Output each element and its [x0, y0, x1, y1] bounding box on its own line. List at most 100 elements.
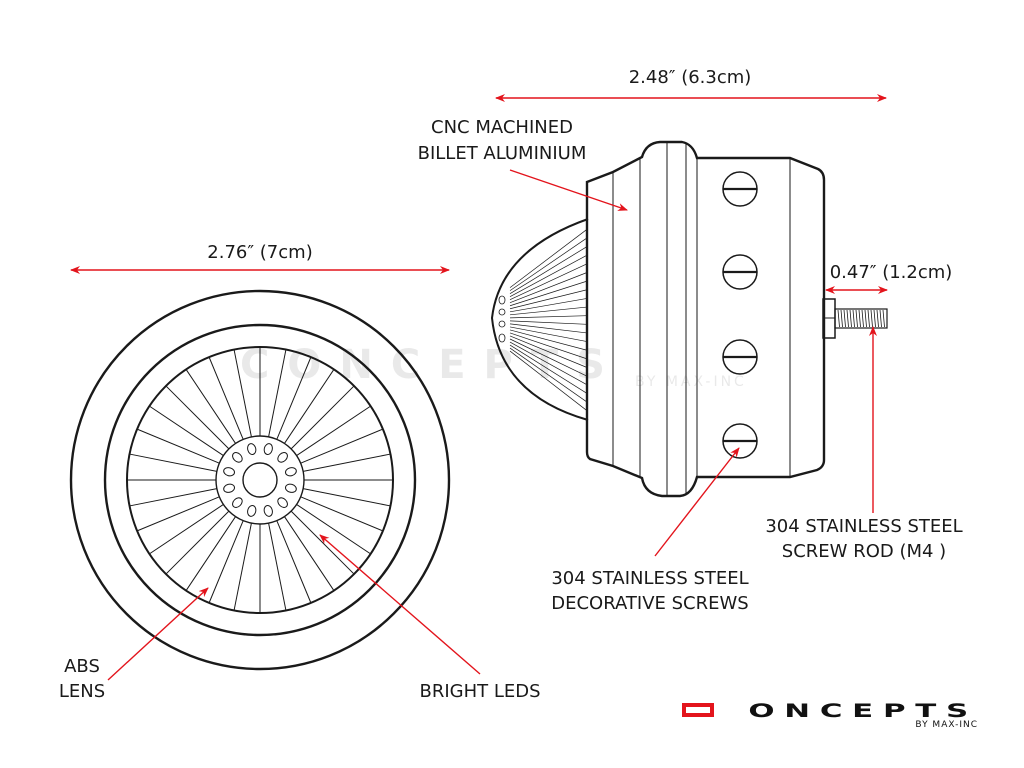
- spoke: [136, 496, 220, 532]
- led: [223, 483, 236, 493]
- thread: [879, 309, 882, 328]
- thread: [867, 309, 870, 328]
- housing-rings: [612, 142, 791, 496]
- spoke: [300, 496, 384, 532]
- led: [232, 452, 243, 463]
- thread: [837, 309, 840, 328]
- thread: [849, 309, 852, 328]
- led: [247, 504, 257, 517]
- thread: [843, 309, 846, 328]
- callout-screws-1: 304 STAINLESS STEEL: [551, 568, 748, 589]
- dome-line: [509, 306, 588, 316]
- led: [232, 497, 243, 508]
- spoke: [303, 453, 391, 472]
- leader-screws: [654, 447, 740, 557]
- spoke: [208, 356, 244, 440]
- thread: [882, 309, 885, 328]
- spoke: [149, 504, 224, 555]
- dome-line: [509, 237, 588, 291]
- callout-housing-1: CNC MACHINED: [431, 117, 573, 138]
- leader-lens: [107, 587, 209, 681]
- spoke: [149, 405, 224, 456]
- callout-leds: BRIGHT LEDS: [419, 681, 540, 702]
- spoke: [284, 369, 335, 444]
- dome-line: [509, 332, 588, 360]
- led: [223, 467, 236, 477]
- spoke: [129, 488, 217, 507]
- housing-outline: [585, 140, 826, 498]
- spoke: [300, 428, 384, 464]
- spoke: [296, 504, 371, 555]
- dim-rod-length: 0.47″ (1.2cm): [830, 262, 953, 283]
- callout-rod-2: SCREW ROD (M4 ): [782, 541, 946, 562]
- dim-body-length: 2.48″ (6.3cm): [629, 67, 752, 88]
- dome-line: [509, 289, 588, 310]
- dome-line: [509, 320, 588, 325]
- spoke: [185, 369, 236, 444]
- watermark: CONCEPTS BY MAX-INC: [240, 342, 744, 390]
- spoke: [185, 516, 236, 591]
- thread: [840, 309, 843, 328]
- spoke: [233, 523, 252, 611]
- thread: [855, 309, 858, 328]
- callout-rod-1: 304 STAINLESS STEEL: [765, 516, 962, 537]
- dome-line: [509, 329, 588, 351]
- dome-line: [509, 246, 588, 294]
- decorative-screws: [722, 171, 758, 459]
- spoke: [233, 349, 252, 437]
- led: [277, 497, 288, 508]
- callout-lens-1: ABS: [64, 656, 100, 677]
- dome-line: [509, 341, 588, 386]
- thread: [858, 309, 861, 328]
- brand-logo: CONCEPTS BY MAX-INC: [682, 700, 978, 730]
- callout-screws-2: DECORATIVE SCREWS: [551, 593, 748, 614]
- spoke: [136, 428, 220, 464]
- reflector-spokes: [127, 347, 393, 613]
- lens-dome: [490, 218, 589, 421]
- spoke: [129, 453, 217, 472]
- spoke: [165, 385, 230, 450]
- led: [247, 443, 257, 456]
- dome-line: [509, 335, 588, 368]
- thread: [873, 309, 876, 328]
- thread: [852, 309, 855, 328]
- dome-line: [509, 350, 588, 411]
- spoke: [268, 523, 287, 611]
- spoke: [296, 405, 371, 456]
- dome-line: [509, 323, 588, 334]
- led: [263, 504, 273, 517]
- spoke: [276, 520, 312, 604]
- led: [284, 467, 297, 477]
- spoke: [303, 488, 391, 507]
- dome-line: [509, 254, 588, 297]
- spoke: [208, 520, 244, 604]
- thread: [870, 309, 873, 328]
- spoke: [290, 510, 355, 575]
- watermark-brand: CONCEPTS: [240, 342, 623, 388]
- spoke: [268, 349, 287, 437]
- leader-housing: [509, 169, 628, 211]
- dome-line: [509, 338, 588, 377]
- leader-leds: [319, 534, 481, 675]
- side-view: [490, 140, 888, 498]
- thread: [876, 309, 879, 328]
- logo-sub: BY MAX-INC: [915, 720, 978, 730]
- dome-line: [509, 298, 588, 313]
- dome-line: [509, 263, 588, 301]
- dome-line: [509, 347, 588, 403]
- callout-housing-2: BILLET ALUMINIUM: [418, 143, 587, 164]
- dim-diameter: 2.76″ (7cm): [207, 242, 312, 263]
- callout-lens-2: LENS: [59, 681, 105, 702]
- spoke: [165, 510, 230, 575]
- dome-line: [509, 272, 588, 304]
- led-ring: [223, 443, 297, 517]
- dome-line: [509, 229, 588, 288]
- screw-rod: [822, 298, 888, 339]
- dome-lines: [509, 229, 588, 411]
- thread: [864, 309, 867, 328]
- spoke: [290, 385, 355, 450]
- led: [277, 452, 288, 463]
- dome-line: [509, 344, 588, 394]
- spoke: [276, 356, 312, 440]
